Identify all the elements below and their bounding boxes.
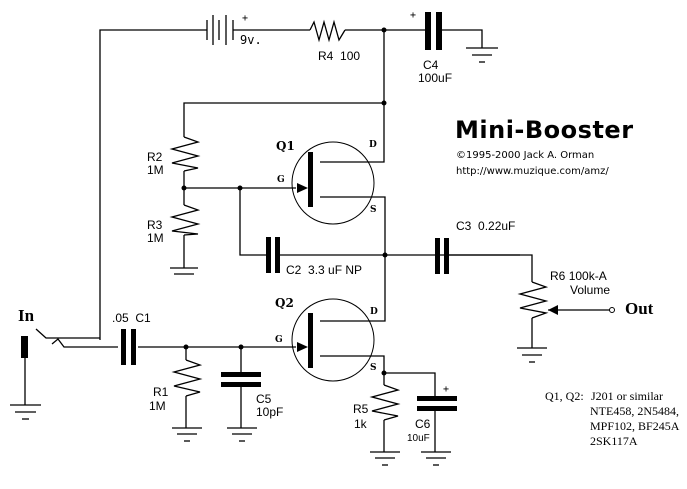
resistor-r4 — [309, 19, 346, 43]
capacitor-c5-plate — [221, 382, 261, 387]
c1-label: .05 C1 — [112, 311, 151, 325]
capacitor-c4-plate — [436, 12, 442, 50]
c6-value: 10uF — [407, 433, 430, 444]
wire-q2-source — [320, 355, 436, 396]
resistor-r6-pot — [517, 281, 549, 319]
c5-name: C5 — [256, 392, 272, 406]
transistor-note-line: MPF102, BF245A — [590, 419, 680, 433]
ground-icon — [170, 267, 198, 275]
resistor-r3 — [169, 204, 201, 236]
wire-q1-source — [320, 196, 386, 322]
input-jack-sleeve — [21, 336, 28, 358]
q2-drain-label: D — [370, 307, 378, 317]
q1-drain-label: D — [369, 140, 377, 150]
page-title: Mini-Booster — [455, 116, 634, 144]
junction-dot — [382, 252, 388, 258]
q1-source-label: S — [370, 205, 377, 215]
pot-wiper-arrow — [548, 305, 558, 315]
wire-c4-ground — [442, 29, 483, 48]
transistor-note-line: 2SK117A — [590, 434, 638, 448]
url-text: http://www.muzique.com/amz/ — [456, 166, 609, 177]
c6-polarity: + — [443, 384, 450, 395]
c2-label: C2 3.3 uF NP — [286, 263, 363, 277]
transistor-note-line: J201 or similar — [591, 389, 663, 403]
wire-c2-left — [239, 188, 266, 256]
ground-icon — [227, 427, 257, 442]
r4-label: R4 100 — [318, 49, 361, 63]
resistor-r1 — [171, 359, 203, 397]
r3-value: 1M — [147, 231, 164, 245]
capacitor-c3-plate — [435, 238, 440, 274]
junction-dot — [381, 100, 387, 106]
r1-name: R1 — [153, 385, 169, 399]
q1-name: Q1 — [276, 139, 295, 153]
r5-name: R5 — [353, 402, 369, 416]
c4-value: 100uF — [418, 71, 453, 85]
wire-supply-left — [99, 29, 207, 340]
resistor-r5 — [369, 384, 401, 421]
junction-dot — [381, 370, 387, 376]
wire-r2-top — [183, 102, 384, 137]
battery-polarity: + — [242, 13, 249, 24]
wire-vplus-down — [320, 30, 385, 163]
junction-dot — [183, 344, 189, 350]
junction-dot — [181, 185, 187, 191]
r1-value: 1M — [149, 399, 166, 413]
wire-c3-pot — [448, 254, 533, 282]
c4-name: C4 — [423, 58, 439, 72]
output-label: Out — [625, 299, 654, 318]
capacitor-c6-plate — [417, 396, 457, 401]
resistor-r2 — [169, 136, 201, 172]
junction-dot — [381, 27, 387, 33]
capacitor-c6-plate — [417, 406, 457, 411]
output-terminal — [609, 307, 615, 313]
capacitor-c1-plate — [121, 329, 126, 365]
transistor-note-label: Q1, Q2: — [545, 389, 584, 403]
q2-name: Q2 — [275, 296, 294, 310]
r3-name: R3 — [147, 218, 163, 232]
c5-value: 10pF — [256, 405, 284, 419]
ground-icon — [172, 427, 202, 442]
capacitor-c2-plate — [266, 237, 271, 273]
capacitor-c1-plate — [131, 329, 136, 365]
capacitor-c2-plate — [275, 237, 280, 273]
ground-icon — [370, 451, 400, 466]
capacitor-c4-plate — [425, 12, 431, 50]
c4-polarity: + — [410, 10, 417, 21]
battery-voltage: 9v. — [240, 33, 262, 47]
transistor-note-line: NTE458, 2N5484, — [590, 404, 679, 418]
ground-icon — [421, 451, 451, 466]
capacitor-c5-plate — [221, 372, 261, 377]
r2-name: R2 — [147, 150, 163, 164]
junction-dot — [238, 344, 244, 350]
wire-input — [51, 338, 118, 348]
copyright-text: ©1995-2000 Jack A. Orman — [456, 150, 595, 161]
q2-source-label: S — [370, 363, 377, 373]
wire-jack-tip — [35, 328, 100, 339]
r5-value: 1k — [354, 417, 367, 431]
input-label: In — [18, 306, 35, 325]
q1-gate-label: G — [277, 175, 285, 185]
ground-icon — [517, 347, 547, 363]
q2-gate-label: G — [275, 335, 283, 345]
r6-label: R6 100k-A — [550, 269, 607, 283]
transistor-q2 — [291, 298, 375, 382]
capacitor-c3-plate — [444, 238, 449, 274]
c6-name: C6 — [415, 417, 431, 431]
c3-label: C3 0.22uF — [456, 219, 516, 233]
ground-icon — [466, 47, 498, 63]
r2-value: 1M — [147, 163, 164, 177]
battery-symbol — [206, 15, 234, 45]
transistor-q1 — [291, 141, 375, 225]
r6-function: Volume — [570, 283, 611, 297]
junction-dot — [237, 185, 243, 191]
ground-icon — [10, 404, 41, 420]
